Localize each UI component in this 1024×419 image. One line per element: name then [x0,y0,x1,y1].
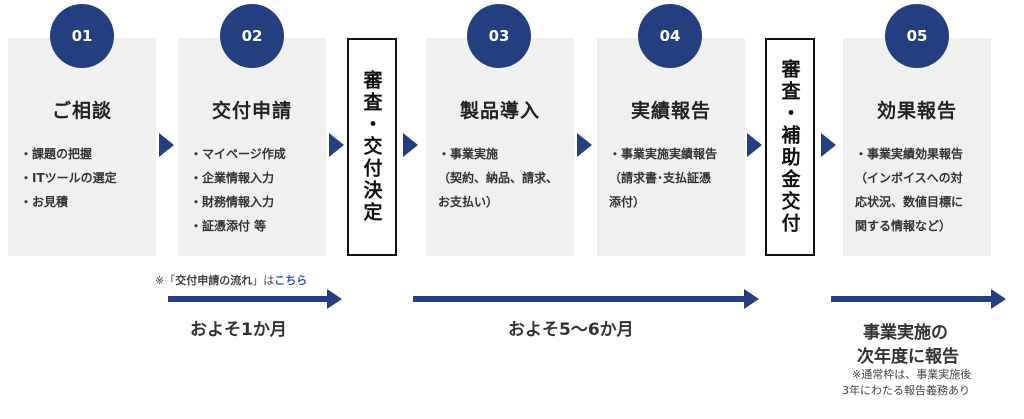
step-item: ・マイページ作成 [190,147,286,161]
step-item: ・事業実績効果報告 [855,147,964,161]
footnote-line1: ※通常枠は、事業実施後 [852,368,972,381]
review-label: 審査・補助金交付 [778,59,801,235]
flow-note-mid: 」は [252,274,275,287]
step-items: ・マイページ作成 ・企業情報入力 ・財務情報入力 ・証憑添付 等 [190,142,320,238]
step-number-badge: 01 [50,4,114,68]
step-item: ・企業情報入力 [190,171,275,185]
duration-arrow-third [831,289,1006,309]
review-box-second: 審査・補助金交付 [765,38,815,256]
step-item: ・事業実施 [438,147,499,161]
step-title: 交付申請 [211,100,292,122]
next-arrow-icon [577,133,592,157]
step-card-05: 効果報告 ・事業実績効果報告 （インボイスへの対 応状況、数値目標に 関する情報… [843,38,991,256]
step-title: 効果報告 [876,100,957,122]
step-item: 添付） [609,195,646,209]
step-item: 関する情報など） [855,219,952,233]
step-item: ・財務情報入力 [190,195,275,209]
step-items: ・事業実績効果報告 （インボイスへの対 応状況、数値目標に 関する情報など） [855,142,985,238]
flow-note-name: 交付申請の流れ [175,274,253,287]
step-number-badge: 04 [638,4,702,68]
step-items: ・事業実施実績報告 （請求書･支払証憑 添付） [609,142,739,214]
step-item: （契約、納品、請求、 [438,171,559,185]
flow-note-link[interactable]: こちら [274,274,308,287]
flow-note: ※「交付申請の流れ」はこちら [155,272,307,288]
review-label: 審査・交付決定 [360,70,383,224]
next-arrow-icon [821,133,836,157]
step-item: （請求書･支払証憑 [609,171,712,185]
flow-note-prefix: ※「 [155,274,176,287]
step-item: 応状況、数値目標に [855,195,964,209]
step-number-badge: 03 [467,4,531,68]
step-card-02: 交付申請 ・マイページ作成 ・企業情報入力 ・財務情報入力 ・証憑添付 等 [178,38,326,256]
step-item: ・事業実施実績報告 [609,147,718,161]
next-arrow-icon [329,133,344,157]
footnote-line2: 3年にわたる報告義務あり [842,384,970,397]
step-items: ・課題の把握 ・ITツールの選定 ・お見積 [20,142,150,214]
duration-label-first: およそ1か月 [190,320,287,340]
step-card-01: ご相談 ・課題の把握 ・ITツールの選定 ・お見積 [8,38,156,256]
duration-label-third-line1: 事業実施の [863,323,948,343]
next-arrow-icon [159,133,174,157]
step-item: ・お見積 [20,195,69,209]
duration-label-third-line2: 次年度に報告 [857,347,959,367]
next-arrow-icon [403,133,418,157]
step-item: （インボイスへの対 [855,171,963,185]
step-item: お支払い） [438,195,499,209]
step-item: ・証憑添付 等 [190,219,267,233]
step-items: ・事業実施 （契約、納品、請求、 お支払い） [438,142,568,214]
duration-arrow-second [413,289,759,309]
next-arrow-icon [747,133,762,157]
step-number-badge: 02 [220,4,284,68]
duration-arrow-first [168,289,342,309]
step-title: 実績報告 [630,100,711,122]
step-card-04: 実績報告 ・事業実施実績報告 （請求書･支払証憑 添付） [597,38,745,256]
step-item: ・ITツールの選定 [20,171,117,185]
step-item: ・課題の把握 [20,147,93,161]
step-title: ご相談 [51,100,112,122]
step-number-badge: 05 [885,4,949,68]
duration-label-second: およそ5〜6か月 [508,320,634,340]
step-card-03: 製品導入 ・事業実施 （契約、納品、請求、 お支払い） [426,38,574,256]
review-box-first: 審査・交付決定 [347,38,397,256]
step-title: 製品導入 [459,100,540,122]
